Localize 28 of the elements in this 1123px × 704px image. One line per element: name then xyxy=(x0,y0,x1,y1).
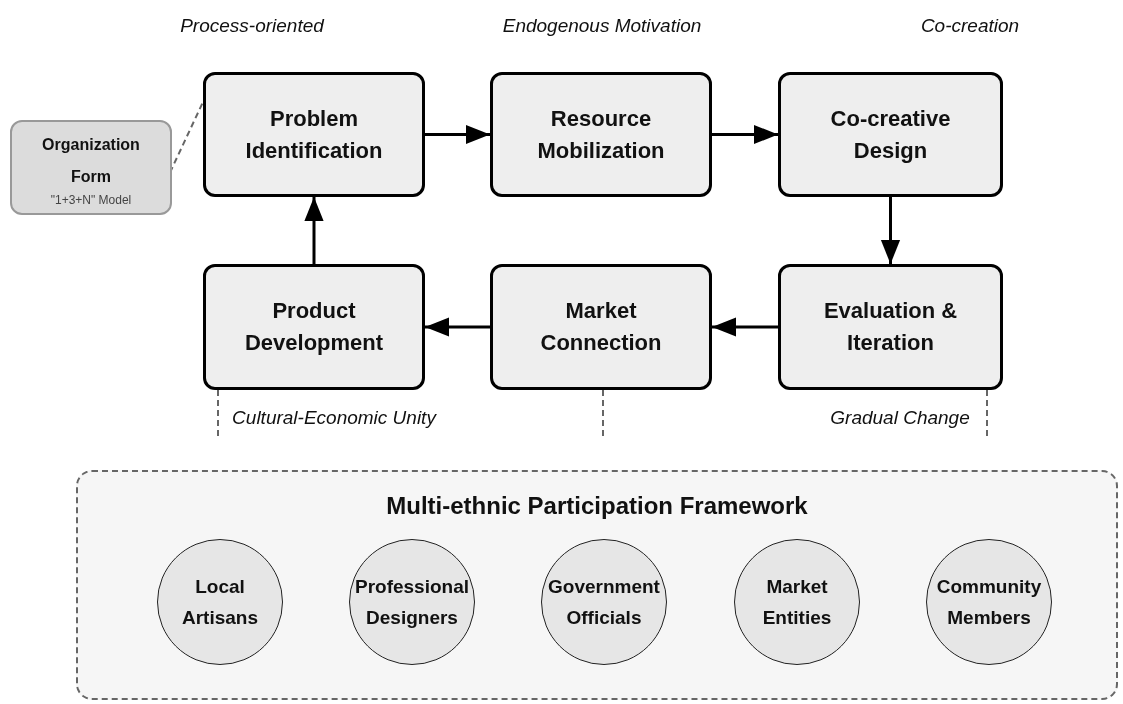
step-title: Evaluation & Iteration xyxy=(822,297,959,357)
panel-heading: Multi-ethnic Participation Framework xyxy=(386,491,808,521)
process-box xyxy=(490,264,712,390)
arrow xyxy=(304,197,324,264)
step-title: Resource Mobilization xyxy=(536,104,666,165)
participant-label: Community Members xyxy=(935,575,1043,630)
participant-label: Government Officials xyxy=(547,575,661,630)
step-title: Co-creative Design xyxy=(829,104,952,165)
arrow xyxy=(425,124,490,145)
step-title: Product Development xyxy=(243,297,385,357)
participant-label: Professional Designers xyxy=(353,575,470,630)
process-box xyxy=(778,264,1003,390)
process-box xyxy=(203,264,425,390)
process-box xyxy=(490,72,712,197)
participant-label: Market Entities xyxy=(761,575,833,630)
step-title: Problem Identification xyxy=(244,104,384,165)
note-title: Organization Form xyxy=(41,134,141,187)
process-box xyxy=(778,72,1003,197)
process-box xyxy=(203,72,425,197)
arrow xyxy=(712,317,778,337)
arrow xyxy=(425,317,490,337)
note-box xyxy=(10,120,172,215)
note-subtitle: "1+3+N" Model xyxy=(50,192,132,207)
step-title: Market Connection xyxy=(539,297,663,357)
arrow xyxy=(712,124,778,145)
arrow xyxy=(880,197,901,264)
framework-panel xyxy=(76,470,1118,700)
participant-label: Local Artisans xyxy=(181,575,259,630)
